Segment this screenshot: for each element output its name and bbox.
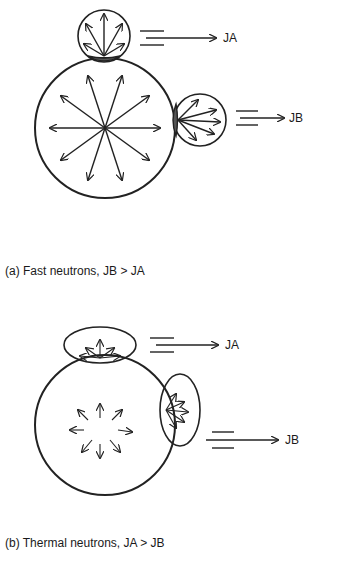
panel-caption: (a) Fast neutrons, JB > JA bbox=[4, 264, 146, 278]
flux-label: JA bbox=[224, 338, 240, 352]
flux-label: JB bbox=[288, 111, 304, 125]
flux-label: JA bbox=[222, 31, 238, 45]
panel-caption: (b) Thermal neutrons, JA > JB bbox=[4, 536, 166, 550]
flux-label: JB bbox=[284, 433, 300, 447]
